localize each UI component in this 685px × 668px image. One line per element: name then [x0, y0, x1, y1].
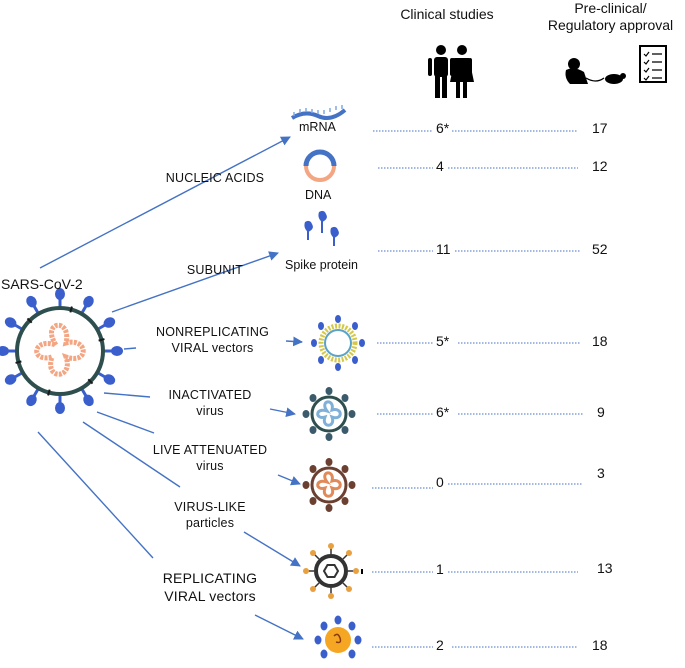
- arrow-inactivated-a: [103, 392, 151, 398]
- clinical-count-vlp: 1: [436, 561, 444, 577]
- clinical-count-dna: 4: [436, 158, 444, 174]
- dna-label: DNA: [305, 188, 332, 202]
- preclinical-header-line1: Pre-clinical/: [574, 0, 647, 16]
- arrow-live-attenuated-a: [96, 411, 155, 434]
- arrow-replicating-b: [254, 614, 304, 640]
- sars-cov-2-virus-icon: [0, 288, 123, 414]
- clinical-studies-header: Clinical studies: [400, 6, 494, 22]
- arrows: [37, 136, 304, 640]
- live-attenuated-virus-icon: [302, 458, 356, 512]
- category-subunit: SUBUNIT: [186, 263, 244, 277]
- sars-cov-2-label: SARS-CoV-2: [1, 276, 83, 292]
- preclinical-count-vlp: 13: [597, 560, 613, 576]
- preclinical-count-replicating: 18: [592, 637, 608, 653]
- clinical-count-live-attenuated: 0: [436, 474, 444, 490]
- dna-plasmid-icon: [303, 149, 337, 182]
- arrow-vlp-b: [243, 531, 301, 567]
- arrow-inactivated-b: [269, 407, 296, 418]
- inactivated-virus-icon: [302, 387, 356, 441]
- spike-protein-label: Spike protein: [285, 258, 358, 272]
- category-virus-like-particles: VIRUS-LIKE particles: [174, 500, 246, 530]
- category-nonreplicating-viral-vectors: NONREPLICATING VIRAL vectors: [156, 325, 269, 355]
- clinical-count-subunit: 11: [436, 241, 451, 257]
- dotted-guides: [372, 130, 583, 648]
- preclinical-count-mrna: 17: [592, 120, 608, 136]
- category-nucleic-acids: NUCLEIC ACIDS: [165, 171, 265, 185]
- arrow-nucleic-acids: [39, 136, 291, 269]
- nonreplicating-vector-icon: [311, 315, 365, 371]
- preclinical-count-subunit: 52: [592, 241, 608, 257]
- mrna-label: mRNA: [299, 120, 336, 134]
- preclinical-count-live-attenuated: 3: [597, 465, 605, 481]
- preclinical-header-line2: Regulatory approval: [547, 17, 674, 33]
- checklist-icon: [639, 45, 667, 83]
- preclinical-count-inactivated: 9: [597, 404, 605, 420]
- arrow-nonreplicating-a: [123, 347, 137, 350]
- category-replicating-viral-vectors: REPLICATING VIRAL vectors: [162, 570, 258, 604]
- clinical-count-mrna: 6*: [436, 120, 450, 136]
- preclinical-count-nonreplicating: 18: [592, 333, 608, 349]
- arrow-nonreplicating-b: [285, 336, 303, 347]
- lab-animals-icon: [565, 58, 626, 84]
- clinical-count-replicating: 2: [436, 637, 444, 653]
- replicating-vector-icon: [314, 615, 362, 659]
- arrow-vlp-a: [82, 421, 181, 488]
- clinical-count-inactivated: 6*: [436, 404, 450, 420]
- spike-protein-icon: [304, 210, 339, 246]
- category-inactivated-virus: INACTIVATED virus: [168, 388, 252, 418]
- people-icon: [428, 45, 474, 98]
- clinical-count-nonreplicating: 5*: [436, 333, 450, 349]
- arrow-replicating-a: [37, 431, 154, 559]
- arrow-live-attenuated-b: [277, 474, 301, 486]
- mrna-icon: [290, 105, 347, 120]
- preclinical-count-dna: 12: [592, 158, 608, 174]
- virus-like-particle-icon: [303, 543, 363, 599]
- category-live-attenuated-virus: LIVE ATTENUATED virus: [152, 443, 268, 473]
- arrow-subunit: [111, 251, 279, 313]
